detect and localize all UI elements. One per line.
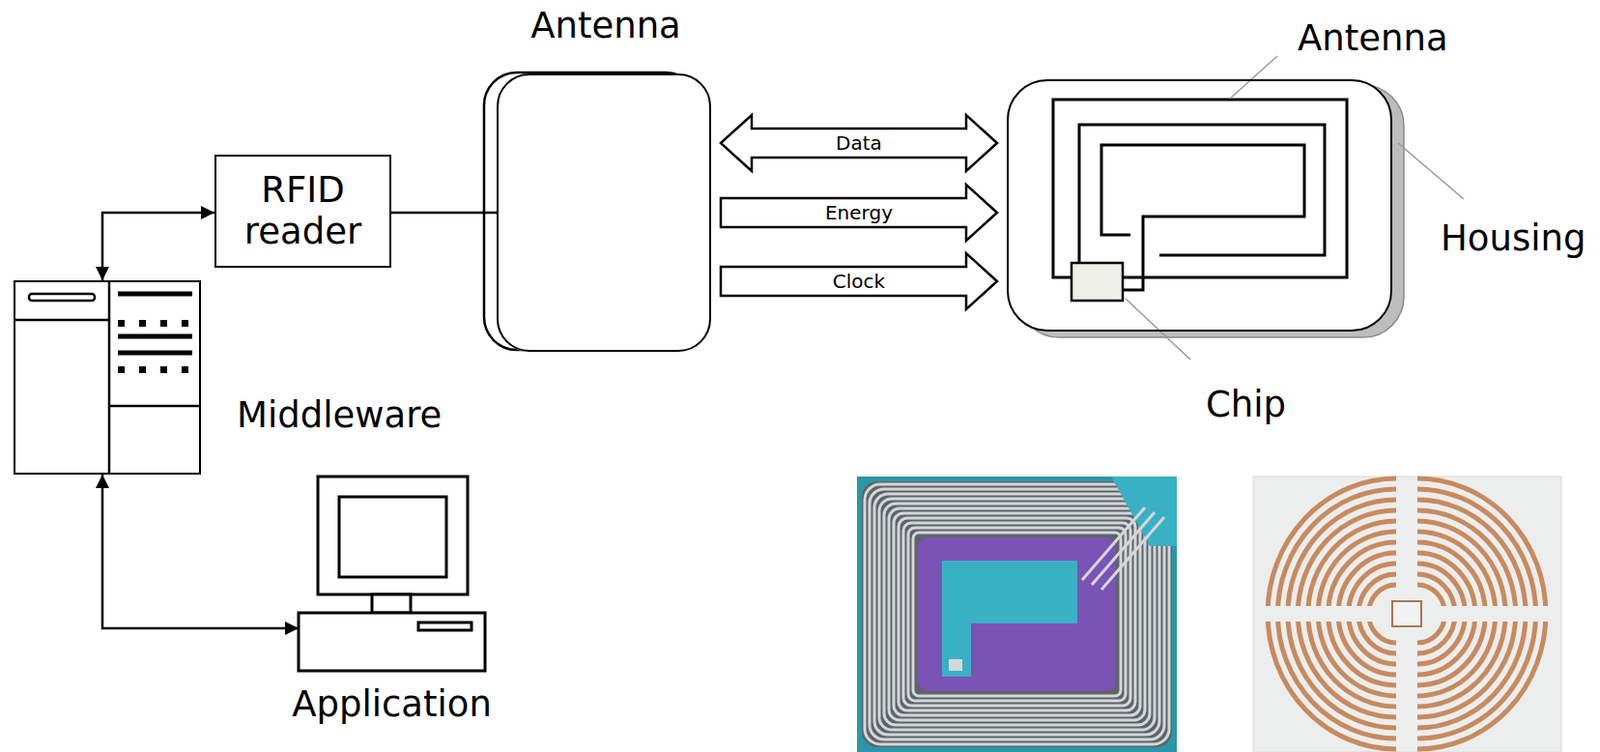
uhf-tag-slot	[1254, 605, 1398, 622]
monitor	[317, 476, 468, 595]
server-dot	[139, 319, 146, 327]
text-slot: Antenna	[498, 5, 714, 48]
antenna-heading: Antenna	[498, 5, 714, 48]
tag-photo-trace	[1082, 507, 1145, 580]
label-slot: Antenna	[1297, 18, 1449, 60]
leader-line	[1229, 56, 1278, 99]
server-dot	[160, 319, 168, 327]
server-divider	[108, 280, 112, 475]
leader-line	[1125, 298, 1191, 360]
tag-housing: Housing	[1006, 79, 1393, 332]
server-dot	[117, 319, 125, 327]
chip	[1071, 262, 1123, 301]
server-bar	[117, 334, 193, 340]
server-dot	[117, 366, 125, 373]
tag-photo-trace	[1101, 516, 1165, 590]
application-heading: Application	[259, 684, 524, 726]
connector-line	[102, 474, 299, 629]
block-arrow	[720, 253, 998, 310]
uhf-tag-chip	[1392, 600, 1422, 627]
edge-label-slot: Energy	[823, 202, 895, 223]
edge-label-slot: Data	[833, 133, 885, 153]
signal-label: Energy	[823, 202, 895, 223]
connector-line	[102, 212, 215, 281]
reader-antenna: Antenna	[496, 73, 712, 352]
tag-photo-pad	[942, 560, 1078, 677]
leader-line	[1398, 142, 1464, 200]
tag-photo-trace	[1091, 512, 1155, 585]
block-arrow	[720, 184, 998, 241]
antenna-face	[496, 73, 712, 352]
server-body	[13, 280, 201, 475]
server-line	[109, 404, 201, 408]
server-dot	[181, 366, 189, 373]
monitor-screen	[339, 496, 447, 577]
chip-callout: Chip	[1205, 384, 1286, 427]
uhf-tag-photo	[1253, 476, 1562, 752]
server-dot	[139, 366, 146, 373]
block-arrow	[720, 114, 998, 172]
text-slot: Middleware	[236, 395, 442, 437]
server-bar	[117, 350, 193, 356]
middleware-server: Middleware	[13, 280, 201, 475]
middleware-heading: Middleware	[236, 395, 442, 437]
text-slot: RFID reader	[224, 170, 382, 253]
application-computer: Application	[298, 476, 486, 671]
tag-photo-contact	[948, 658, 963, 671]
text-slot: Application	[259, 684, 524, 726]
tag-photo	[857, 476, 1177, 752]
tag-antenna-coil	[1053, 99, 1347, 278]
computer-base	[298, 612, 486, 671]
tag-photo-coil-ground	[861, 481, 1172, 747]
tag-photo-substrate	[917, 537, 1116, 691]
monitor-stand	[371, 594, 411, 613]
tag-photo-coil	[864, 484, 1170, 744]
server-line	[13, 318, 110, 322]
server-dot	[181, 319, 189, 327]
drive-slot	[418, 622, 472, 630]
server-bar	[117, 291, 193, 297]
reader-box: RFID reader	[214, 154, 392, 268]
signal-label: Data	[833, 133, 885, 153]
antenna-callout: Antenna	[1297, 18, 1449, 60]
housing-face	[1006, 79, 1393, 332]
reader-name: RFID reader	[224, 170, 382, 253]
server-slot	[28, 293, 95, 301]
edge-label-slot: Clock	[830, 271, 887, 291]
tag-antenna-coil	[1101, 144, 1305, 290]
server-dot	[160, 366, 168, 373]
connector-line	[391, 211, 497, 215]
text-slot: Housing	[1440, 218, 1586, 260]
signal-label: Clock	[830, 271, 887, 291]
label-slot: Chip	[1205, 384, 1286, 427]
uhf-tag-slot	[1416, 605, 1561, 622]
housing-heading: Housing	[1440, 218, 1586, 260]
